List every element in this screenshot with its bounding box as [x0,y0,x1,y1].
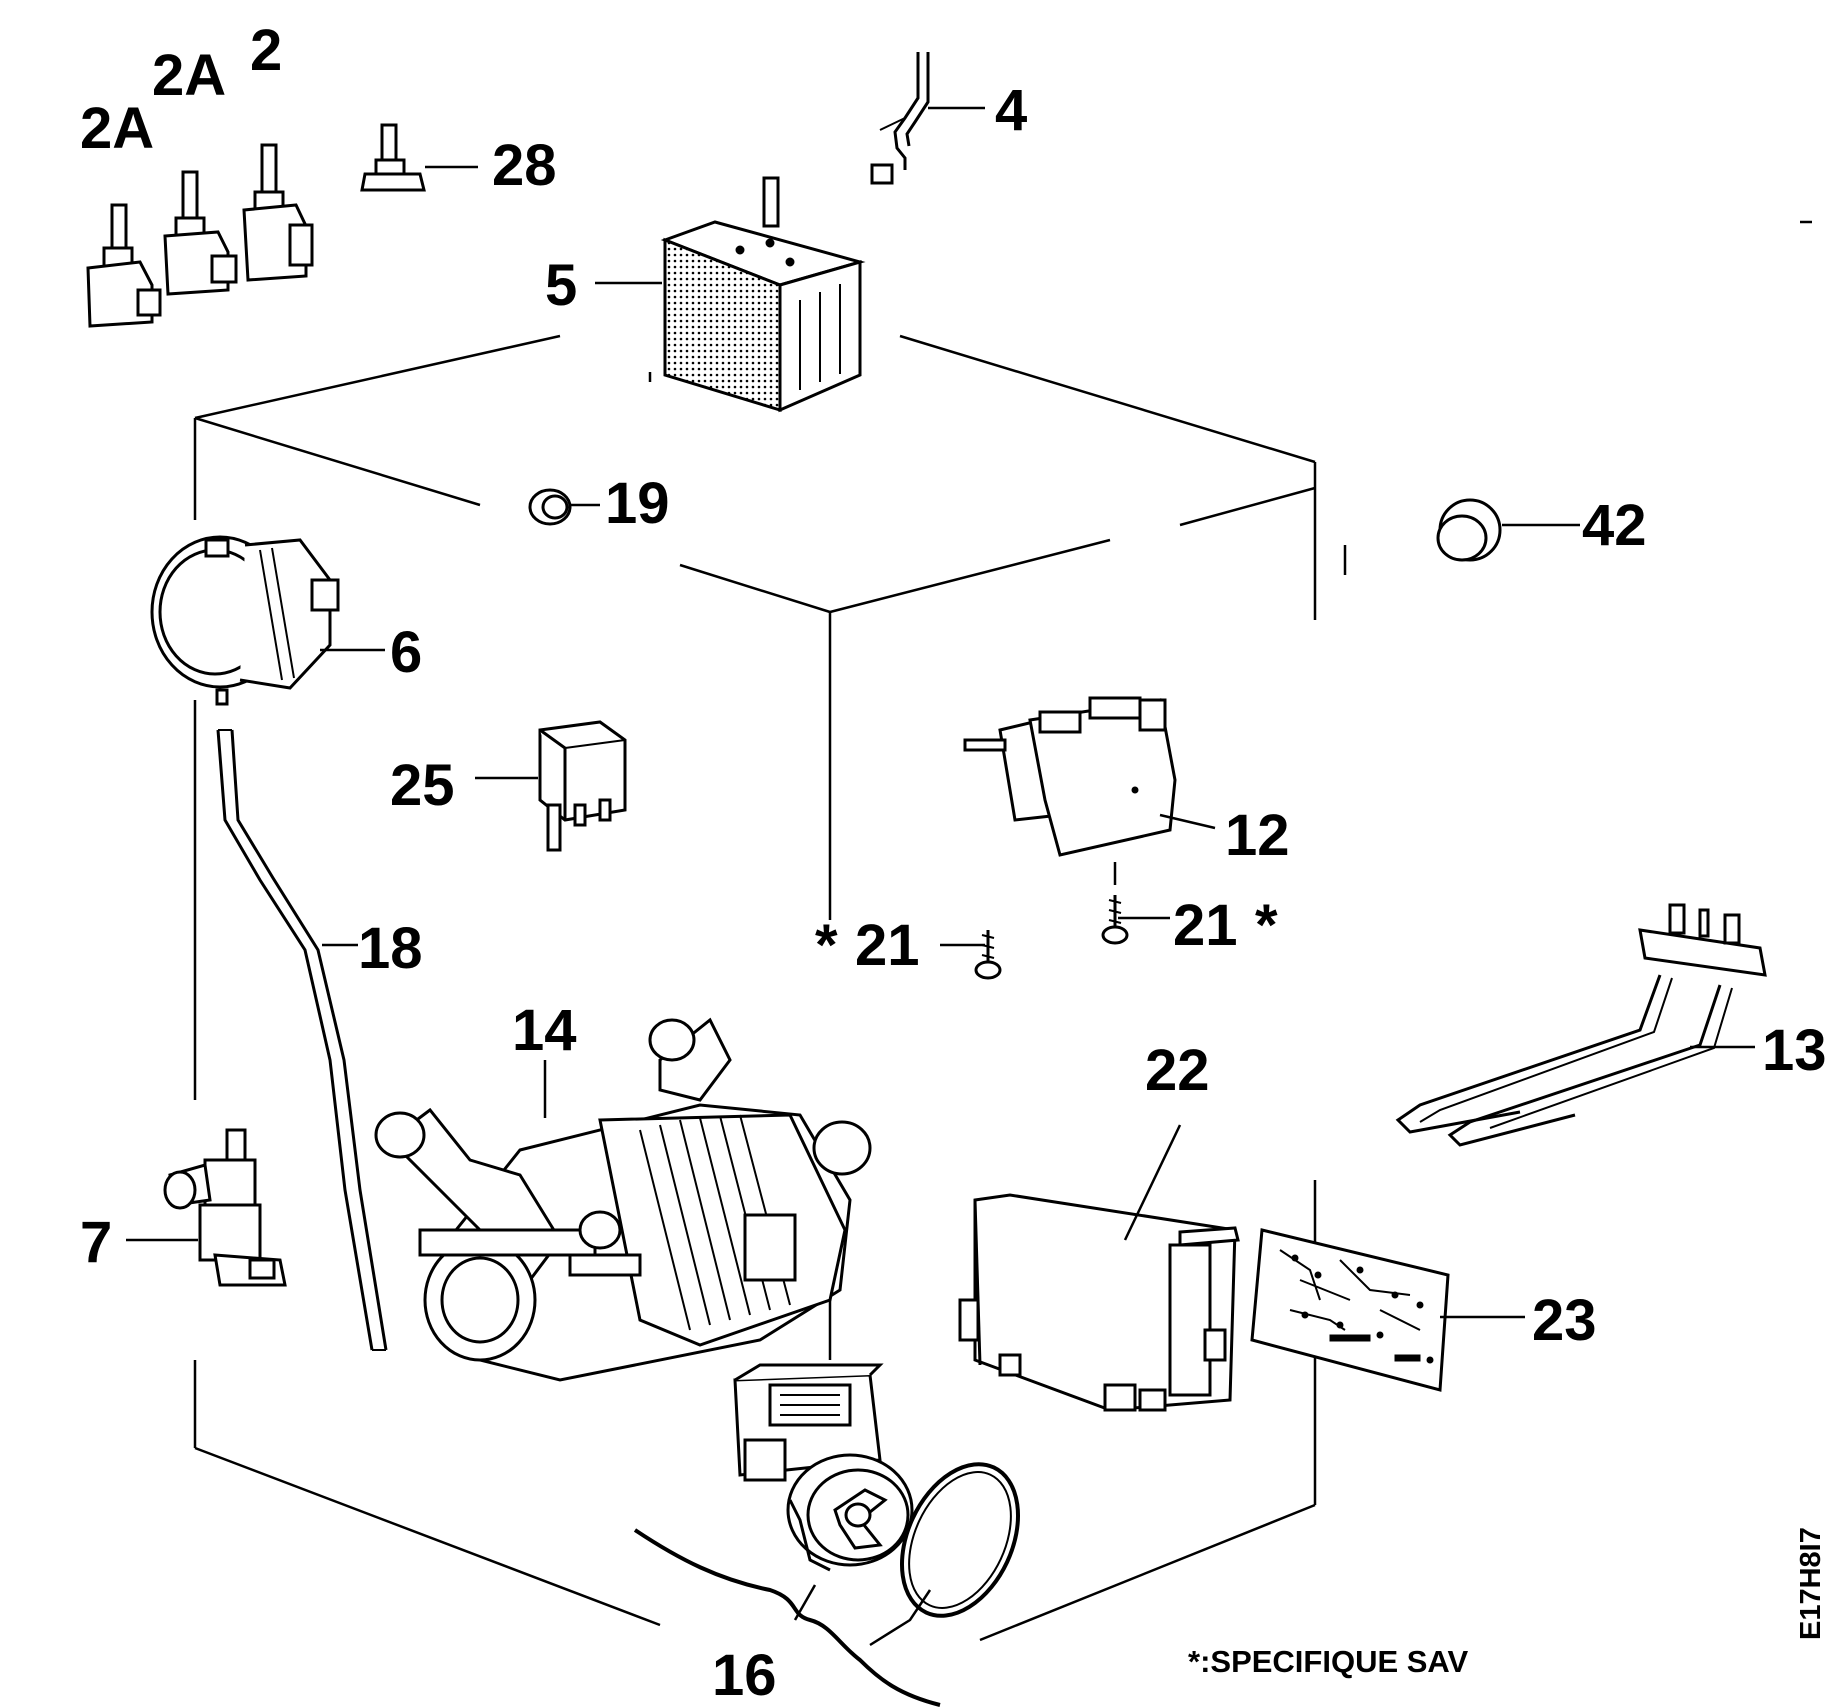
screw-21-left [974,930,1002,980]
potentiometer-28 [360,123,426,192]
transformer-5 [660,176,866,413]
label-16: 16 [712,1643,777,1708]
label-21-left: 21 [855,913,920,978]
heating-element-13 [1395,903,1767,1147]
pump-gasket-16 [899,1462,1021,1618]
door-interlock-12 [963,696,1177,857]
drive-motor-14 [374,1017,872,1382]
cabinet-outline [193,220,1812,1642]
hose-18 [216,729,388,1351]
asterisk-left: * [815,913,838,978]
label-5: 5 [545,253,577,318]
label-21-right: 21 [1173,893,1238,958]
suppressor-25 [538,720,627,852]
label-6: 6 [390,620,422,685]
circuit-board-23 [1250,1228,1450,1392]
inlet-valve-7 [163,1128,287,1287]
knob-42 [1436,498,1502,562]
part-labels: 2A 2A 2 28 4 5 19 42 6 25 12 18 * 21 21 … [80,18,1827,1708]
drain-pump-16 [733,1363,914,1572]
label-7: 7 [80,1210,112,1275]
electronic-module-22 [958,1193,1240,1412]
screw-21-right [1101,895,1129,945]
break-line [633,1528,941,1707]
footnote-specifique-sav: *:SPECIFIQUE SAV [1188,1644,1469,1679]
sensor-wire-4 [870,52,930,185]
timer-6 [150,535,340,706]
label-2a-mid: 2A [152,43,226,108]
label-2: 2 [250,18,282,83]
label-13: 13 [1762,1018,1827,1083]
label-28: 28 [492,133,557,198]
push-switch-2 [242,143,314,282]
push-switch-2a-left [86,203,162,328]
label-23: 23 [1532,1288,1597,1353]
label-14: 14 [512,998,577,1063]
push-switch-2a-mid [163,170,238,296]
label-42: 42 [1582,493,1647,558]
label-19: 19 [605,471,670,536]
grommet-19 [528,488,572,526]
label-4: 4 [995,78,1027,143]
asterisk-right: * [1255,893,1278,958]
label-2a-left: 2A [80,96,154,161]
label-22: 22 [1145,1038,1210,1103]
label-12: 12 [1225,803,1290,868]
label-18: 18 [358,916,423,981]
label-25: 25 [390,753,455,818]
drawing-reference-code: E17H8I7 [1795,1527,1827,1640]
